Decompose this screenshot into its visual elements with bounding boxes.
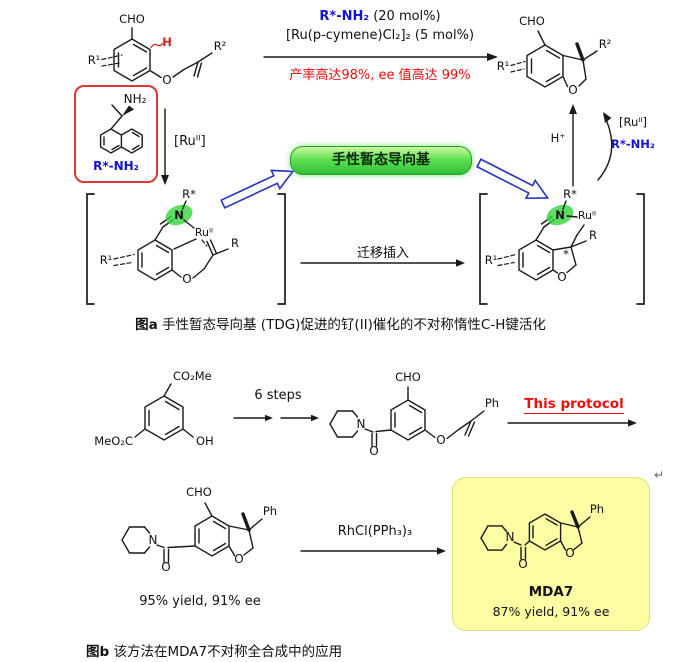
- r-label: R: [589, 228, 597, 242]
- r2-label: R²: [599, 37, 612, 51]
- o-label: O: [557, 270, 566, 284]
- meo2c-label: MeO₂C: [94, 434, 133, 448]
- figure-a-caption-prefix: 图a: [135, 317, 158, 333]
- ru-center-label: Ruᴵᴵ: [578, 209, 596, 222]
- substrate-structure: CHO H R¹ O R²: [88, 12, 227, 87]
- ring-o-label: O: [565, 546, 574, 560]
- ru-center-label: Ruᴵᴵ: [195, 226, 213, 239]
- migratory-insertion-arrow: [300, 259, 465, 267]
- ph-label: Ph: [263, 504, 277, 518]
- stereocenter-star: *: [563, 247, 569, 261]
- recycle-ru-label: [Ruᴵᴵ]: [619, 115, 647, 129]
- figure-a-caption: 图a 手性暂态导向基 (TDG)促进的钌(II)催化的不对称惰性C-H键活化: [0, 313, 681, 333]
- blue-block-arrow-left: [220, 169, 295, 209]
- r-label: R: [231, 236, 239, 250]
- ph-label: Ph: [485, 396, 499, 410]
- rstar-label: R*: [563, 187, 577, 201]
- rh-reaction-arrow: [300, 547, 446, 555]
- chiral-amine-structure: NH₂: [99, 92, 147, 154]
- tdg-n-highlight: [546, 204, 574, 226]
- carbonyl-o-label: O: [369, 444, 378, 458]
- cho-label: CHO: [119, 12, 145, 26]
- ring-o-label: O: [234, 552, 243, 566]
- r1-label: R¹: [485, 253, 498, 267]
- cho-label: CHO: [186, 485, 212, 499]
- intermediate-yield-label: 95% yield, 91% ee: [139, 594, 261, 609]
- mda7-yield-label: 87% yield, 91% ee: [492, 604, 610, 619]
- conditions-amine: R*-NH₂: [319, 9, 370, 24]
- cyclized-intermediate-structure: R¹ N R* Ruᴵᴵ O * R: [479, 187, 645, 305]
- imine-n-label: N: [555, 208, 565, 222]
- catalyst-recycle-arrow: [597, 114, 613, 181]
- oh-label: OH: [196, 434, 214, 448]
- blue-block-arrow-right: [476, 158, 550, 200]
- paragraph-mark: ↵: [654, 468, 665, 482]
- cho-label: CHO: [395, 370, 421, 384]
- imine-n-label: N: [174, 208, 184, 222]
- mda7-structure: O Ph N O: [480, 502, 604, 571]
- piperidine-n-label: N: [357, 417, 366, 431]
- activated-h-label: H: [162, 35, 172, 49]
- ru-down-arrow: [161, 108, 169, 185]
- h-plus-label: H⁺: [551, 131, 566, 145]
- rh-catalyst-label: RhCl(PPh₃)₃: [337, 524, 413, 539]
- co2me-label: CO₂Me: [173, 369, 212, 383]
- o-label: O: [568, 83, 577, 97]
- imine-intermediate-structure: R¹ N R* Ruᴵᴵ O R: [86, 187, 286, 305]
- piperidine-n-label: N: [506, 530, 515, 544]
- o-label: O: [182, 272, 191, 286]
- r1-label: R¹: [497, 59, 510, 73]
- this-protocol-label: This protocol: [506, 396, 642, 414]
- figure-b-caption-text: 该方法在MDA7不对称全合成中的应用: [109, 644, 343, 660]
- carbonyl-o-label: O: [518, 557, 527, 571]
- amine-box-label: R*-NH₂: [93, 159, 139, 173]
- mda7-product-box: O Ph N O MDA7 87% yield, 91% ee: [452, 477, 650, 631]
- amide-substrate-structure: CHO N O O Ph: [329, 370, 499, 458]
- benzofuran-product-structure: CHO O Ph N O: [121, 485, 277, 574]
- chiral-amine-box: NH₂ R*-NH₂: [74, 85, 158, 183]
- r2-label: R²: [214, 39, 227, 53]
- r1-label: R¹: [88, 53, 101, 67]
- figure-b-caption: 图b 该方法在MDA7不对称全合成中的应用: [86, 640, 646, 660]
- ether-o-label: O: [436, 433, 445, 447]
- r1-label: R¹: [100, 253, 113, 267]
- conditions-line2: [Ru(p-cymene)Cl₂]₂ (5 mol%): [285, 28, 475, 43]
- this-protocol-arrow: [507, 419, 637, 427]
- nh2-label: NH₂: [124, 92, 147, 106]
- product-structure: CHO O R² R¹: [497, 14, 612, 97]
- rstar-label: R*: [182, 187, 196, 201]
- recycle-amine-label: R*-NH₂: [611, 137, 655, 151]
- ph-label: Ph: [590, 502, 604, 516]
- migratory-insertion-label: 迁移插入: [356, 246, 409, 261]
- tdg-banner: 手性暂态导向基: [290, 146, 472, 175]
- o-label: O: [162, 73, 171, 87]
- piperidine-n-label: N: [149, 533, 158, 547]
- ru-catalyst-label: [Ruᴵᴵ]: [174, 134, 206, 149]
- this-protocol-text: This protocol: [524, 396, 624, 414]
- cho-label: CHO: [519, 14, 545, 28]
- main-reaction-arrow: [263, 53, 498, 61]
- conditions-line1: R*-NH₂ (20 mol%): [260, 8, 500, 25]
- conditions-amine-loading: (20 mol%): [369, 9, 441, 24]
- conditions-result: 产率高达98%, ee 值高达 99%: [289, 68, 471, 83]
- product-release-arrows: H⁺ [Ruᴵᴵ] R*-NH₂: [551, 104, 655, 187]
- carbonyl-o-label: O: [161, 560, 170, 574]
- figure-b-caption-prefix: 图b: [86, 644, 110, 660]
- six-steps-arrows: [233, 414, 319, 422]
- six-steps-label: 6 steps: [254, 388, 302, 403]
- tdg-n-highlight: [165, 204, 193, 226]
- figure-a-caption-text: 手性暂态导向基 (TDG)促进的钌(II)催化的不对称惰性C-H键活化: [157, 317, 546, 333]
- isophthalate-structure: CO₂Me MeO₂C OH: [94, 369, 214, 448]
- mda7-name-label: MDA7: [528, 584, 574, 600]
